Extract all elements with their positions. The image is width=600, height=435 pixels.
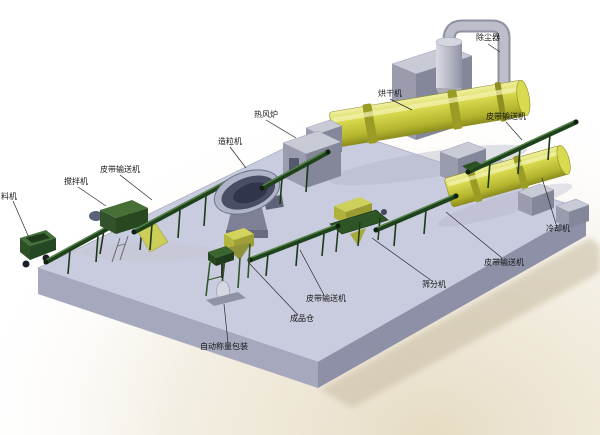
label-belt-conveyor-1: 皮带输送机 [100,164,140,174]
platform-front-left [38,268,318,388]
cooler-highlight [447,150,561,187]
bin-top [224,228,254,240]
product-bin [221,228,254,289]
label-screener: 筛分机 [422,279,446,289]
feeder-front [20,238,30,260]
mixer-chute [137,223,169,253]
support-block-d [555,198,590,228]
screener-leg-2 [357,221,361,247]
leader-lines [12,43,557,344]
hot-air-furnace [282,130,342,188]
feeder-wheel-1 [22,260,30,268]
leader-screener [371,237,433,282]
labels: 料机 搅拌机 皮带输送机 造粒机 热风炉 烘干机 除尘器 皮带输送机 冷却机 皮… [1,32,570,351]
dryer-end-cap [516,79,531,117]
cooler-end-cap [556,145,571,175]
leader-conveyor-2 [505,121,523,141]
label-granulator: 造粒机 [218,136,242,146]
leader-cooler [541,177,557,225]
mixer-top [100,200,148,218]
packing-frame-rung [207,275,224,281]
belt-conveyor-granulator-dryer [259,149,331,205]
feeder-side [30,238,56,260]
label-product-bin: 成品仓 [290,313,314,323]
feeder-hopper-opening [26,233,50,243]
packing-base [206,292,246,306]
platform-front-right [318,210,586,388]
cyclone-dust-collector [435,19,511,122]
label-mixer: 搅拌机 [64,176,88,186]
label-cooler: 冷却机 [546,223,570,233]
mixer-motor [89,211,103,221]
ladder-rail-1 [111,237,121,263]
ladder-rung [116,243,126,247]
cyclone-body [436,42,462,88]
mixer-leg-1 [99,229,105,255]
elbow-pipe [444,21,509,84]
packing-head-front [208,252,216,266]
belt-conveyor-4 [247,223,341,277]
belt-conveyor-top-right [462,119,579,189]
packing-head-side [216,252,234,266]
mixer-front [100,210,116,234]
belt-conveyor-3 [373,193,459,247]
label-belt-conveyor-2: 皮带输送机 [486,111,526,121]
screener-hopper-front [334,206,346,224]
leader-furnace [265,119,297,139]
screener-motor [381,209,387,215]
leader-conveyor-1 [119,174,153,201]
mixer-side [116,208,148,234]
bin-leg-3 [237,257,241,289]
packing-frame-1 [205,261,211,297]
label-dryer: 烘干机 [378,88,402,98]
cyclone-top [435,37,463,47]
label-dust-collector: 除尘器 [476,32,500,42]
feeder-machine [20,230,56,268]
bin-leg-2 [247,243,251,279]
leader-conveyor-4 [299,249,325,296]
label-hot-air-furnace: 热风炉 [254,109,278,119]
granulator-disc-deep [233,182,268,204]
rotary-dryer [329,79,531,148]
label-belt-conveyor-4: 皮带输送机 [306,293,346,303]
leader-granulator [229,146,247,169]
leader-mixer [77,186,107,207]
packing-machine [205,246,246,306]
label-feeder: 料机 [1,191,17,201]
belt-conveyor-2 [131,179,231,251]
leader-conveyor-3 [445,211,503,259]
cooler-drum [444,145,571,207]
ladder-rail-2 [119,235,129,261]
bin-cone [226,242,252,260]
screener-leg-1 [335,229,339,253]
label-auto-packing: 自动称量包装 [200,341,248,351]
dryer-highlight [331,86,521,123]
screener-hopper-top [334,197,372,212]
packing-head-top [208,246,234,258]
leader-feeder [12,200,31,241]
leader-packing [223,303,229,344]
platform-shadow [320,238,600,408]
conveyor-feed-hopper [462,161,482,170]
leader-dust-collector [487,43,501,53]
mixer-machine [89,200,169,263]
leader-dryer [389,98,413,111]
leader-product-bin [247,261,299,316]
furnace-door [289,158,299,170]
label-belt-conveyor-3: 皮带输送机 [484,257,524,267]
